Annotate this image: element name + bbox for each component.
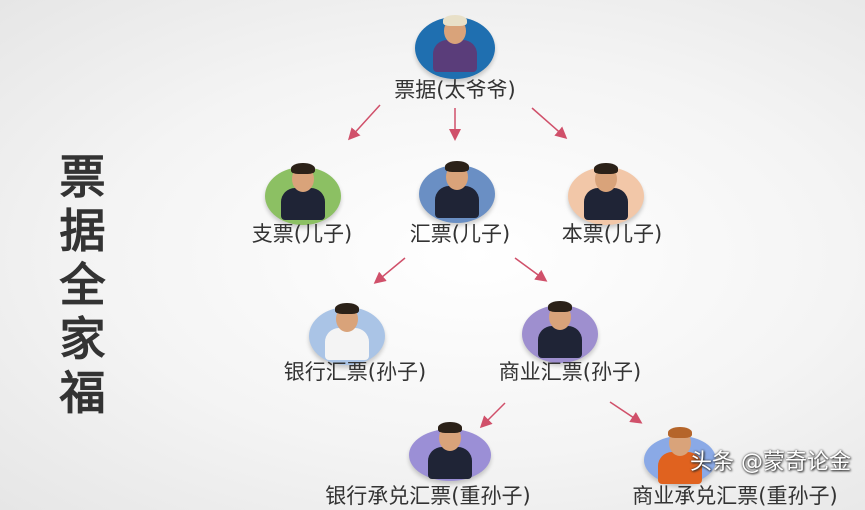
- arrow: [531, 107, 568, 139]
- node-label: 汇票(儿子): [409, 222, 511, 246]
- node-label: 本票(儿子): [561, 222, 663, 246]
- node-label: 支票(儿子): [251, 222, 353, 246]
- arrow: [373, 257, 406, 284]
- watermark: 头条 @蒙奇论金: [690, 450, 851, 475]
- node-label: 商业承兑汇票(重孙子): [632, 484, 838, 508]
- arrow: [609, 401, 643, 424]
- node-label: 银行汇票(孙子): [283, 360, 427, 384]
- node-label: 票据(太爷爷): [394, 78, 516, 102]
- arrow: [514, 257, 548, 282]
- arrow: [479, 402, 506, 429]
- page-title: 票据全家福: [59, 150, 106, 420]
- node-label: 银行承兑汇票(重孙子): [325, 484, 531, 508]
- node-label: 商业汇票(孙子): [498, 360, 642, 384]
- arrow: [347, 104, 381, 141]
